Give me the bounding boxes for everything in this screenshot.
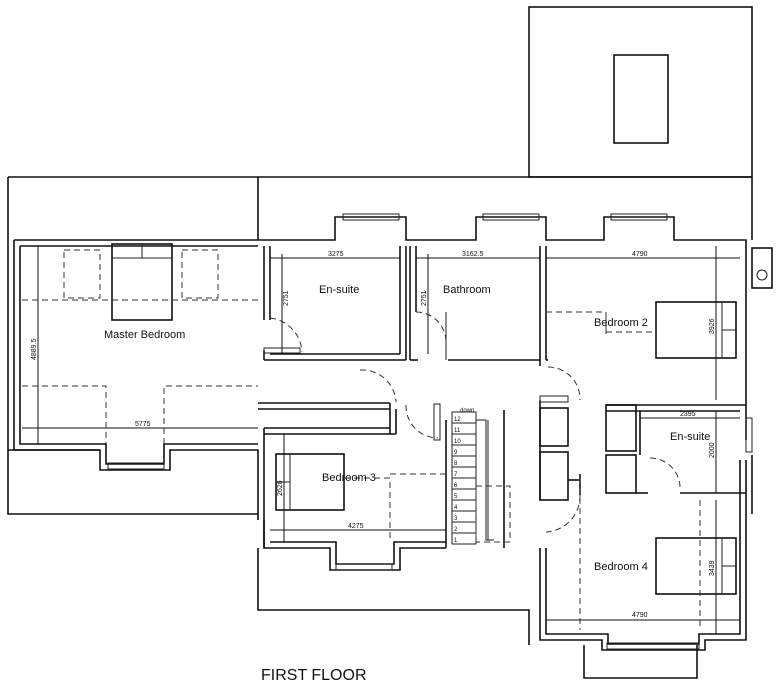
stair-step-number: 1 (454, 538, 458, 544)
stair-step-number: 8 (454, 461, 458, 467)
windows (107, 213, 753, 650)
dim-bathroom-depth: 2751 (421, 290, 428, 306)
dim-bathroom-width: 3162.5 (462, 251, 484, 258)
dim-master-depth: 4889.5 (31, 338, 38, 360)
stair-step-number: 7 (454, 472, 458, 478)
plan-title: FIRST FLOOR (261, 667, 367, 684)
roof-block (528, 6, 753, 178)
dim-bedroom4-depth: 3439 (709, 560, 716, 576)
room-label-bathroom: Bathroom (443, 284, 491, 296)
room-label-master-bedroom: Master Bedroom (104, 329, 185, 341)
stair-step-number: 2 (454, 527, 458, 533)
stair-step-number: 4 (454, 505, 458, 511)
dim-ensuite1-depth: 2751 (283, 290, 290, 306)
stair-step-number: 6 (454, 483, 458, 489)
room-label-ensuite-2: En-suite (670, 431, 710, 443)
interior-walls (258, 246, 746, 548)
dim-ensuite2-depth: 2000 (709, 442, 716, 458)
room-label-bedroom-3: Bedroom 3 (322, 472, 376, 484)
dimension-labels: 5775 4889.5 3275 2751 3162.5 2751 4790 3… (31, 251, 716, 619)
room-label-bedroom-4: Bedroom 4 (594, 561, 648, 573)
stair-step-number: 11 (454, 428, 461, 434)
stair-step-number: 3 (454, 516, 458, 522)
room-label-bedroom-2: Bedroom 2 (594, 317, 648, 329)
stair-step-number: 12 (454, 417, 461, 423)
door-swings (263, 311, 681, 533)
dimension-lines (22, 246, 740, 634)
stair-step-number: 5 (454, 494, 458, 500)
dim-ensuite1-width: 3275 (328, 251, 344, 258)
dim-bedroom4-width: 4790 (632, 612, 648, 619)
dim-ensuite2-width: 2395 (680, 411, 696, 418)
dim-bedroom3-depth: 2626 (277, 480, 284, 496)
room-label-ensuite-1: En-suite (319, 284, 359, 296)
room-labels: Master Bedroom En-suite Bathroom Bedroom… (104, 284, 710, 573)
dim-master-width: 5775 (135, 421, 151, 428)
stair-step-number: 9 (454, 450, 458, 456)
staircase: 12 11 10 9 8 7 6 5 4 3 2 1 down (451, 408, 511, 545)
dim-bedroom2-depth: 3926 (709, 318, 716, 334)
chimney (751, 247, 773, 289)
roof-outline (7, 176, 753, 645)
dim-bedroom3-width: 4275 (348, 523, 364, 530)
stair-down-label: down (460, 408, 474, 414)
stair-step-number: 10 (454, 439, 461, 445)
furniture (22, 243, 737, 630)
dim-bedroom2-width: 4790 (632, 251, 648, 258)
